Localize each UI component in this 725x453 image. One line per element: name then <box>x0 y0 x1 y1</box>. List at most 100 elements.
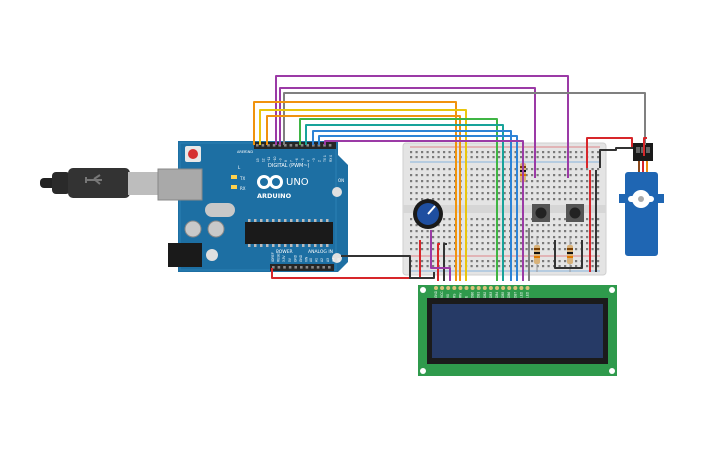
breadboard-hole <box>553 230 556 233</box>
servo-body <box>625 172 658 256</box>
breadboard-hole <box>481 192 484 195</box>
breadboard-hole <box>421 180 424 183</box>
wire-black-buttons[interactable] <box>554 240 583 269</box>
wire-blue-1[interactable] <box>312 130 512 281</box>
breadboard-hole <box>443 230 446 233</box>
lcd-pin[interactable] <box>476 286 481 290</box>
breadboard-hole <box>421 260 424 263</box>
pushbutton-2-cap[interactable] <box>569 207 581 219</box>
wire-orange-2[interactable] <box>266 115 461 281</box>
breadboard-hole <box>586 230 589 233</box>
breadboard-hole <box>558 265 561 268</box>
breadboard-hole <box>448 156 451 159</box>
lcd-pin[interactable] <box>488 286 493 290</box>
chip-pin <box>272 219 275 222</box>
reset-button[interactable] <box>188 149 198 159</box>
breadboard-hole <box>476 260 479 263</box>
breadboard-hole <box>421 198 424 201</box>
wire-gray-servo[interactable] <box>283 92 646 145</box>
chip-pin <box>284 219 287 222</box>
servo-motor[interactable] <box>619 143 664 256</box>
power-pin-label: GND <box>299 254 303 262</box>
arduino-brand-text: ARDUINO <box>257 192 292 200</box>
pushbutton-1[interactable] <box>532 204 550 222</box>
wire-green[interactable] <box>299 118 498 281</box>
breadboard-hole <box>547 174 550 177</box>
wire-purple-pot[interactable] <box>430 230 451 281</box>
breadboard-hole <box>448 224 451 227</box>
pushbutton-2[interactable] <box>566 204 584 222</box>
chip-pin <box>320 219 323 222</box>
breadboard-hole <box>520 224 523 227</box>
header-hole <box>272 266 275 269</box>
breadboard-hole <box>470 230 473 233</box>
wire-orange-1[interactable] <box>253 101 457 281</box>
aref-label: AREF <box>237 150 246 154</box>
lcd-pin-label: DB4 <box>495 292 499 298</box>
lcd-pin[interactable] <box>507 286 512 290</box>
wire-red-power[interactable] <box>271 240 421 279</box>
breadboard-hole <box>564 218 567 221</box>
lcd-pin[interactable] <box>495 286 499 290</box>
arduino-uno-board[interactable]: TX RX L ON ARDUINO UNO DIGITAL (PWM~) AR… <box>157 141 348 272</box>
breadboard-hole <box>564 260 567 263</box>
wire-teal[interactable] <box>305 124 504 281</box>
wire-blue-2[interactable] <box>318 135 518 281</box>
digital-header-label: DIGITAL (PWM~) <box>268 163 310 169</box>
breadboard-hole <box>498 198 501 201</box>
wire-red-servo-2[interactable] <box>643 137 647 156</box>
breadboard-hole <box>553 236 556 239</box>
breadboard-hole <box>553 174 556 177</box>
breadboard-hole <box>525 260 528 263</box>
lcd-pin[interactable] <box>464 286 469 290</box>
breadboard-hole <box>547 224 550 227</box>
wire-red-servo[interactable] <box>586 137 633 168</box>
lcd-pin[interactable] <box>458 286 463 290</box>
lcd-pin[interactable] <box>501 286 506 290</box>
breadboard-hole <box>536 186 539 189</box>
breadboard-hole <box>415 260 418 263</box>
breadboard-hole <box>415 174 418 177</box>
wire-purple-3[interactable] <box>324 140 524 281</box>
wire-black-gnd[interactable] <box>341 255 435 279</box>
breadboard-hole <box>564 192 567 195</box>
lcd-pin[interactable] <box>452 286 457 290</box>
breadboard-hole <box>547 248 550 251</box>
breadboard-hole <box>575 242 578 245</box>
breadboard-hole <box>437 192 440 195</box>
breadboard-hole <box>569 230 572 233</box>
breadboard-hole <box>536 156 539 159</box>
breadboard-hole <box>426 151 429 154</box>
breadboard-hole <box>580 198 583 201</box>
breadboard-hole <box>426 174 429 177</box>
breadboard-hole <box>432 168 435 171</box>
wire-yellow[interactable] <box>259 109 467 281</box>
lcd-pin[interactable] <box>513 286 518 290</box>
chip-pin <box>266 244 269 247</box>
breadboard-hole <box>520 260 523 263</box>
breadboard-hole <box>531 198 534 201</box>
potentiometer[interactable] <box>413 199 443 229</box>
breadboard-hole <box>437 186 440 189</box>
tx-label: TX <box>239 176 245 181</box>
lcd-pin[interactable] <box>525 286 530 290</box>
lcd-pin[interactable] <box>482 286 487 290</box>
lcd-pin[interactable] <box>440 286 445 290</box>
breadboard-hole <box>415 192 418 195</box>
breadboard-hole <box>421 168 424 171</box>
analog-pin-label: A3 <box>326 258 330 262</box>
breadboard-hole <box>443 180 446 183</box>
pushbutton-1-cap[interactable] <box>535 207 547 219</box>
breadboard-hole <box>591 156 594 159</box>
lcd-pin[interactable] <box>434 286 438 290</box>
breadboard-hole <box>437 236 440 239</box>
lcd-pin[interactable] <box>470 286 475 290</box>
lcd-pin[interactable] <box>519 286 524 290</box>
breadboard-hole <box>558 151 561 154</box>
wire-black-servo[interactable] <box>599 147 633 168</box>
lcd-pin[interactable] <box>446 286 451 290</box>
breadboard-hole <box>536 236 539 239</box>
breadboard-hole <box>542 248 545 251</box>
